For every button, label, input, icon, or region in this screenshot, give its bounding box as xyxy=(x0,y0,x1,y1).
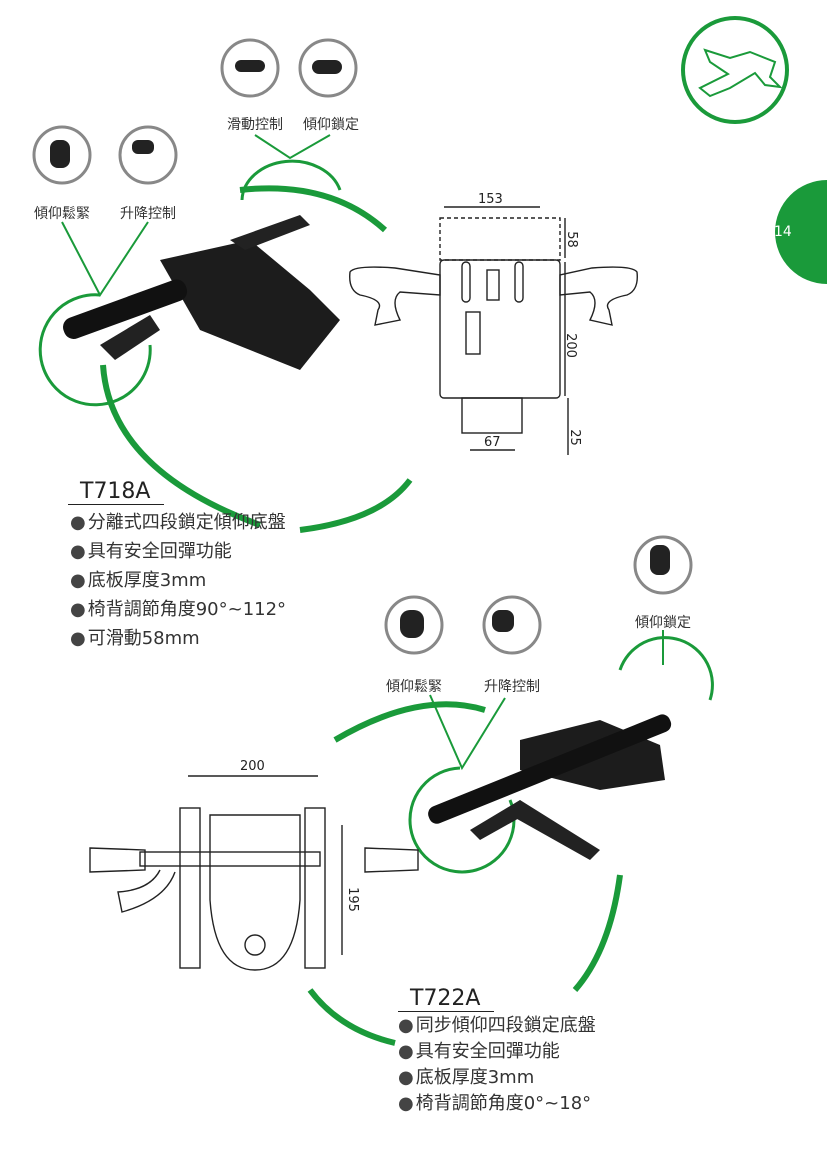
feature-list-t718a: ●分離式四段鎖定傾仰底盤 ●具有安全回彈功能 ●底板厚度3mm ●椅背調節角度9… xyxy=(70,508,286,653)
tilt-lock-lever-icon xyxy=(312,60,342,74)
feature-text: 椅背調節角度0°~18° xyxy=(415,1093,592,1114)
bullet-icon: ● xyxy=(70,628,86,649)
feature-list-t722a: ●同步傾仰四段鎖定底盤 ●具有安全回彈功能 ●底板厚度3mm ●椅背調節角度0°… xyxy=(398,1013,596,1117)
feature-item: ●具有安全回彈功能 xyxy=(70,537,286,566)
dim-slide: 58 xyxy=(563,231,579,248)
dim-width-top: 153 xyxy=(478,192,503,207)
t718a-mechanism-photo xyxy=(63,215,340,370)
slide-lever-icon xyxy=(235,60,265,72)
label-height-control-2: 升降控制 xyxy=(484,679,540,695)
t722a-dimension-drawing xyxy=(89,775,419,971)
feature-text: 可滑動58mm xyxy=(87,628,200,649)
feature-text: 具有安全回彈功能 xyxy=(415,1041,560,1062)
label-slide-control: 滑動控制 xyxy=(227,117,283,133)
feature-text: 底板厚度3mm xyxy=(415,1067,535,1088)
feature-item: ●椅背調節角度0°~18° xyxy=(398,1091,596,1117)
feature-text: 同步傾仰四段鎖定底盤 xyxy=(415,1015,596,1036)
bullet-icon: ● xyxy=(398,1041,414,1062)
tilt-tension-knob-icon xyxy=(50,140,70,168)
feature-text: 具有安全回彈功能 xyxy=(87,541,232,562)
bullet-icon: ● xyxy=(398,1015,414,1036)
feature-text: 分離式四段鎖定傾仰底盤 xyxy=(87,512,286,533)
dim-width: 200 xyxy=(240,759,265,774)
callout-arcs xyxy=(38,159,714,1046)
page-number: 14 xyxy=(774,224,792,240)
feature-item: ●可滑動58mm xyxy=(70,624,286,653)
bullet-icon: ● xyxy=(70,541,86,562)
page-tab xyxy=(775,180,827,284)
bullet-icon: ● xyxy=(398,1093,414,1114)
chair-mechanism-logo-icon xyxy=(681,16,789,124)
tilt-lock-lever-icon-2 xyxy=(650,545,670,575)
feature-item: ●分離式四段鎖定傾仰底盤 xyxy=(70,508,286,537)
label-tilt-tension: 傾仰鬆緊 xyxy=(34,206,90,222)
feature-item: ●同步傾仰四段鎖定底盤 xyxy=(398,1013,596,1039)
label-height-control: 升降控制 xyxy=(120,206,176,222)
dim-offset: 67 xyxy=(484,435,501,450)
feature-text: 椅背調節角度90°~112° xyxy=(87,599,287,620)
feature-item: ●底板厚度3mm xyxy=(398,1065,596,1091)
model-title-t722a: T722A xyxy=(398,987,495,1012)
dim-bottom: 25 xyxy=(566,429,582,446)
feature-item: ●底板厚度3mm xyxy=(70,566,286,595)
feature-text: 底板厚度3mm xyxy=(87,570,207,591)
feature-item: ●具有安全回彈功能 xyxy=(398,1039,596,1065)
height-lever-icon-2 xyxy=(492,610,514,632)
t722a-mechanism-photo xyxy=(428,714,672,860)
dim-length: 200 xyxy=(562,333,578,358)
model-title-t718a: T718A xyxy=(68,480,165,505)
label-tilt-lock: 傾仰鎖定 xyxy=(303,117,359,133)
bullet-icon: ● xyxy=(70,599,86,620)
feature-item: ●椅背調節角度90°~112° xyxy=(70,595,286,624)
leader-lines xyxy=(61,134,664,771)
label-tilt-tension-2: 傾仰鬆緊 xyxy=(386,679,442,695)
bullet-icon: ● xyxy=(70,570,86,591)
bullet-icon: ● xyxy=(70,512,86,533)
label-tilt-lock-2: 傾仰鎖定 xyxy=(635,615,691,631)
dim-length-2: 195 xyxy=(344,887,360,912)
tilt-tension-knob-icon-2 xyxy=(400,610,424,638)
height-lever-icon xyxy=(132,140,154,154)
bullet-icon: ● xyxy=(398,1067,414,1088)
t718a-dimension-drawing xyxy=(349,206,638,455)
